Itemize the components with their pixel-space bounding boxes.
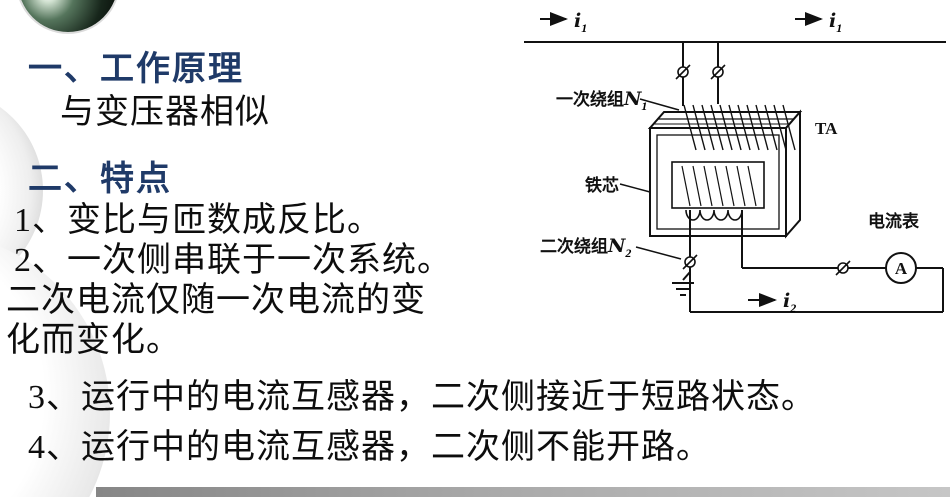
text-similar-to-transformer: 与变压器相似 — [60, 94, 270, 131]
ground-symbol — [672, 271, 694, 296]
secondary-winding — [681, 165, 757, 221]
label-i1-left: i1 — [574, 10, 587, 35]
label-primary-winding: 一次绕组N1 — [556, 88, 647, 113]
bullet-point-4: 4、运行中的电流互感器，二次侧不能开路。 — [28, 429, 711, 466]
bottom-divider-bar — [96, 487, 950, 497]
bullet-point-2-line2: 二次电流仅随一次电流的变 — [6, 282, 426, 319]
heading-characteristics: 二、特点 — [28, 161, 172, 198]
label-ammeter: 电流表 — [868, 211, 920, 231]
primary-winding — [683, 104, 796, 151]
heading-working-principle: 一、工作原理 — [28, 51, 244, 88]
terminal-secondary-left — [682, 254, 698, 270]
ammeter-letter: A — [895, 259, 908, 278]
bullet-point-3: 3、运行中的电流互感器，二次侧接近于短路状态。 — [28, 379, 816, 416]
windings — [681, 104, 796, 312]
terminal-secondary-right — [835, 260, 851, 276]
label-i1-right: i1 — [829, 10, 842, 35]
terminals — [675, 64, 851, 276]
bullet-point-2-line3: 化而变化。 — [6, 322, 181, 359]
label-ta: TA — [815, 119, 838, 138]
label-i2: i2 — [783, 290, 796, 315]
label-secondary-winding: 二次绕组N2 — [540, 235, 631, 260]
bullet-point-2-line1: 2、一次侧串联于一次系统。 — [14, 242, 452, 279]
label-iron-core: 铁芯 — [585, 175, 619, 195]
terminal-primary-left — [675, 64, 691, 80]
ammeter: A — [885, 252, 917, 284]
bullet-point-1: 1、变比与匝数成反比。 — [14, 202, 382, 239]
terminal-primary-right — [710, 64, 726, 80]
